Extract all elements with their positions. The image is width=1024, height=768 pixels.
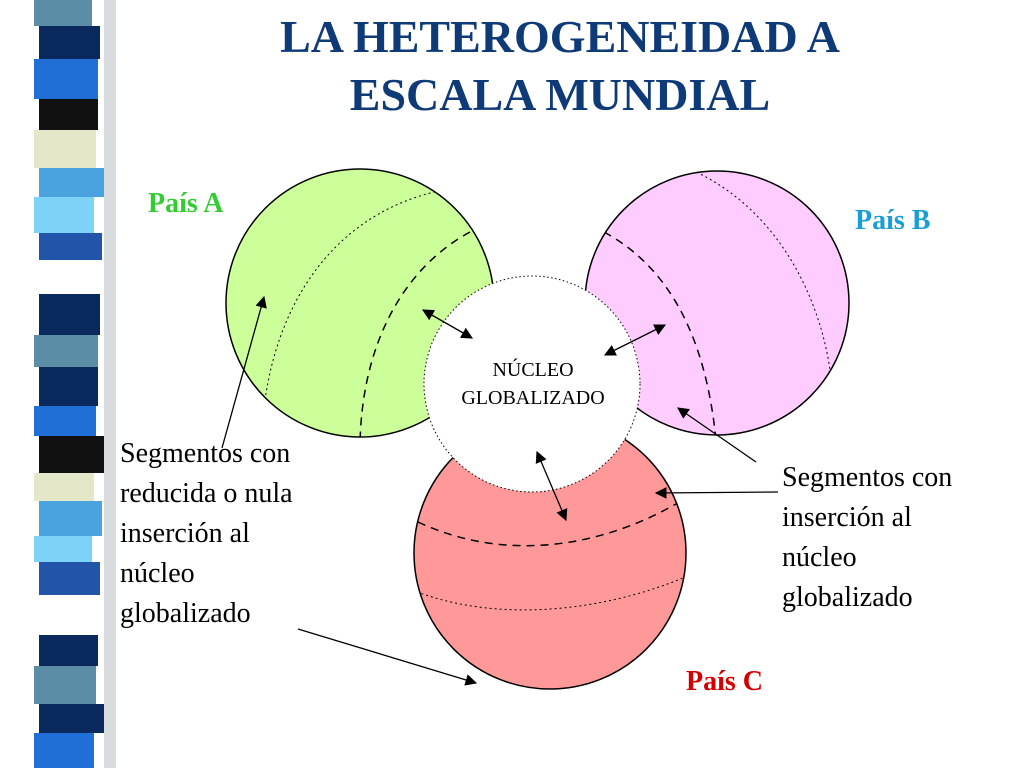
stripe-block [39, 501, 102, 536]
slide-title-line-2: ESCALA MUNDIAL [349, 69, 771, 120]
left-note-line: núcleo [120, 558, 195, 589]
country-c-segment-boundary-dashed [417, 497, 686, 547]
country-a-label: País A [148, 188, 224, 219]
stripe-block [34, 260, 92, 294]
right-note-pointer-left [654, 487, 779, 499]
country-c-segment-boundary-dotted [414, 574, 686, 611]
left-note-pointer-down [297, 628, 478, 686]
right-note-line: inserción al [782, 502, 912, 533]
stripe-block [39, 26, 100, 59]
slide-title-line-1: LA HETEROGENEIDAD A [280, 11, 840, 62]
right-note-line: Segmentos con [782, 462, 953, 493]
core-to-country-a-arrow [421, 309, 474, 339]
stripe-block [39, 704, 104, 733]
core-label-line-1: NÚCLEO [492, 359, 574, 381]
stripe-block [39, 436, 104, 473]
stripe-block [34, 197, 94, 233]
left-note: Segmentos con reducida o nula inserción … [120, 434, 293, 634]
stripe-block [34, 473, 94, 501]
stripe-block [39, 562, 100, 595]
stripe-shadow [104, 0, 116, 768]
left-note-line: globalizado [120, 598, 251, 629]
stripe-block [39, 99, 98, 130]
left-note-pointer-up [221, 295, 267, 449]
core-label-line-2: GLOBALIZADO [461, 387, 605, 409]
left-note-line: inserción al [120, 518, 250, 549]
right-note: Segmentos con inserción al núcleo global… [782, 458, 952, 618]
left-note-line: reducida o nula [120, 478, 293, 509]
stripe-block [34, 406, 96, 436]
right-note-line: núcleo [782, 542, 857, 573]
globalized-core-circle [423, 275, 641, 493]
stripe-block [39, 635, 98, 666]
stripe-block [34, 595, 98, 635]
country-c-label: País C [686, 666, 763, 697]
stripe-block [34, 0, 92, 26]
stripe-block [39, 233, 102, 260]
country-b-segment-boundary-dotted [691, 171, 831, 371]
country-a-segment-boundary-dashed [359, 231, 471, 437]
stripe-block [34, 536, 92, 562]
stripe-block [39, 367, 98, 406]
stripe-block [34, 733, 94, 768]
core-label: NÚCLEO GLOBALIZADO [428, 356, 638, 412]
stripe-block [34, 59, 98, 99]
stripe-block [34, 130, 96, 168]
stripe-block [39, 168, 104, 197]
stripe-block [34, 335, 98, 367]
left-note-line: Segmentos con [120, 438, 291, 469]
stripe-block [39, 294, 100, 335]
country-a-segment-boundary-dotted [261, 187, 456, 431]
core-to-country-c-arrow [535, 450, 568, 522]
right-note-pointer-up [677, 407, 757, 463]
stripe-block [34, 666, 96, 704]
decorative-side-stripe [0, 0, 120, 768]
right-note-line: globalizado [782, 582, 913, 613]
core-to-country-b-arrow [603, 324, 667, 356]
country-b-label: País B [855, 205, 931, 236]
